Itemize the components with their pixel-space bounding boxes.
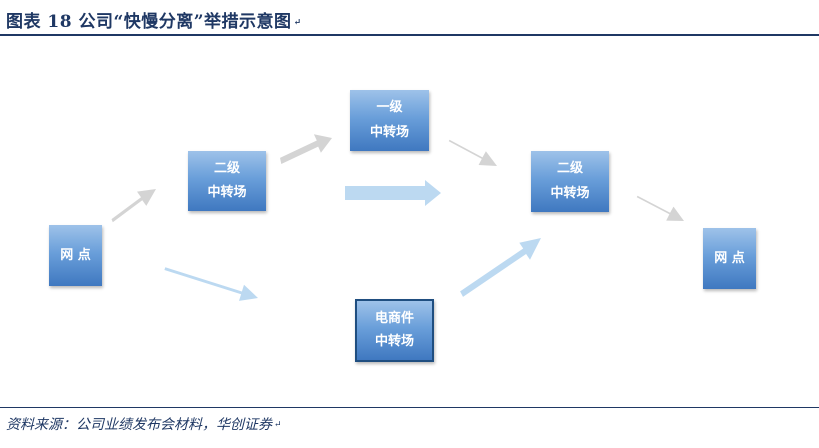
ecommerce-hub-line1: 电商件: [374, 310, 414, 326]
arrow-ecommerce-hub-to-secondary-hub: [460, 238, 541, 297]
source-note-text: 资料来源：公司业绩发布会材料，华创证券: [6, 417, 272, 433]
primary-hub-node: 一级 中转场: [350, 90, 429, 151]
secondary-hub-right-line1: 二级: [556, 161, 583, 177]
ecommerce-hub-node: 电商件 中转场: [355, 299, 434, 362]
arrow-outlet-to-secondary-hub: [111, 189, 156, 223]
secondary-hub-right-line2: 中转场: [550, 185, 590, 201]
return-mark: ↵: [274, 420, 282, 430]
source-note: 资料来源：公司业绩发布会材料，华创证券↵: [6, 414, 282, 434]
arrow-secondary-hub-to-secondary-hub-direct: [345, 180, 441, 206]
secondary-hub-right-node: 二级 中转场: [531, 151, 609, 212]
arrow-secondary-hub-to-primary-hub: [280, 134, 332, 164]
arrow-secondary-hub-to-outlet: [636, 195, 684, 221]
primary-hub-line2: 中转场: [369, 124, 409, 140]
destination-outlet-node: 网 点: [703, 228, 756, 289]
origin-outlet-node: 网 点: [49, 225, 102, 286]
origin-outlet-label: 网 点: [60, 247, 91, 263]
secondary-hub-left-line1: 二级: [213, 161, 240, 176]
arrow-outlet-to-ecommerce-hub: [164, 267, 258, 301]
title-divider: [0, 34, 819, 36]
secondary-hub-left-node: 二级 中转场: [188, 151, 266, 211]
figure-title: 图表 18 公司“快慢分离”举措示意图↵: [6, 7, 302, 32]
arrow-primary-hub-to-secondary-hub: [448, 139, 497, 166]
source-divider: [0, 407, 819, 408]
return-mark: ↵: [293, 17, 302, 28]
primary-hub-line1: 一级: [376, 100, 403, 116]
secondary-hub-left-line2: 中转场: [207, 185, 247, 200]
figure-title-text: 图表 18 公司“快慢分离”举措示意图: [6, 12, 292, 32]
destination-outlet-label: 网 点: [714, 250, 745, 266]
ecommerce-hub-line2: 中转场: [374, 334, 414, 350]
